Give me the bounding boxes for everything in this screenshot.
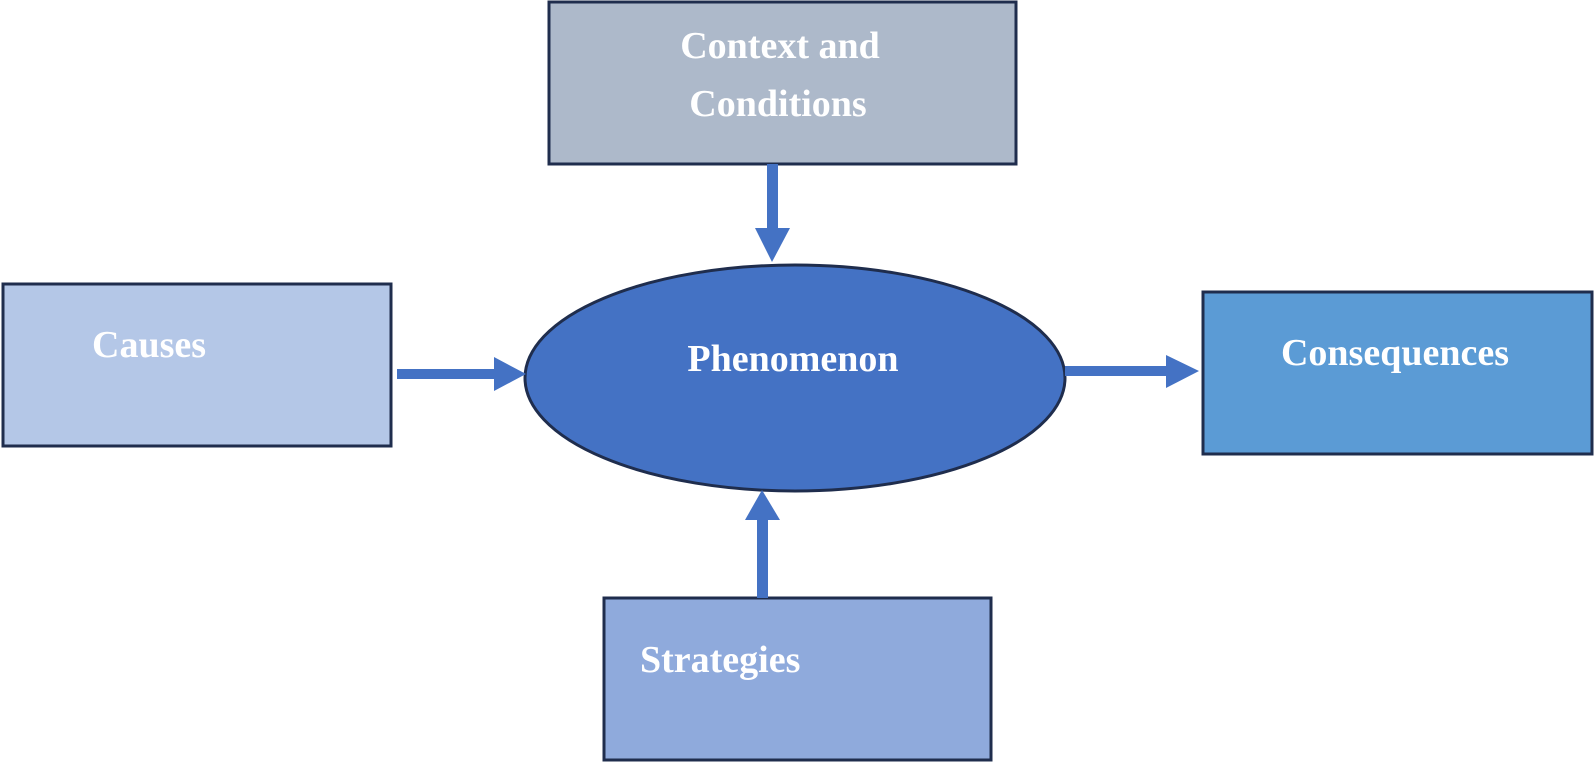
context-conditions-box [547,0,1018,166]
arrow-phenomenon-to-consequences [1065,355,1199,388]
causes-node: Causes [1,282,393,448]
consequences-node: Consequences [1201,290,1594,456]
phenomenon-label: Phenomenon [687,338,898,380]
arrow-causes-to-phenomenon [397,357,526,391]
strategies-label: Strategies [640,639,800,681]
strategies-node: Strategies [602,596,993,762]
causes-label: Causes [92,324,206,366]
phenomenon-node: Phenomenon [523,263,1067,493]
consequences-box [1201,290,1594,456]
context-conditions-node: Context and Conditions [547,0,1018,166]
strategies-box [602,596,993,762]
phenomenon-ellipse [523,263,1067,493]
arrow-strategies-to-phenomenon [745,490,780,598]
context-conditions-label-line1: Context and [680,25,880,67]
context-conditions-label-line2: Conditions [689,83,866,125]
arrow-context-to-phenomenon [755,164,790,262]
consequences-label: Consequences [1281,332,1509,374]
causes-box [1,282,393,448]
